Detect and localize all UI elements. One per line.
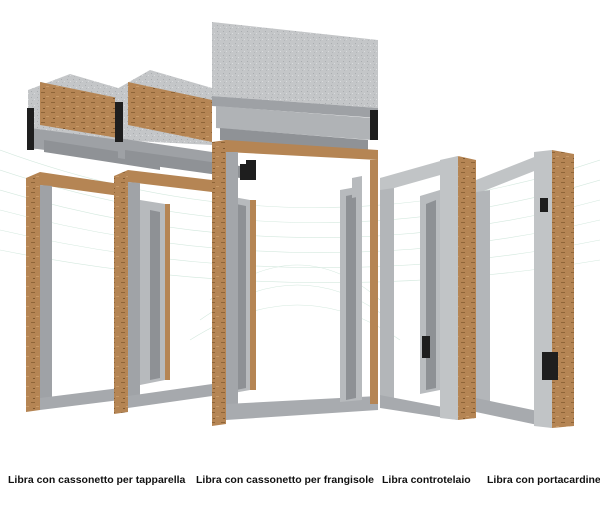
bracket-icon: [240, 164, 248, 180]
caption-tapparella: Libra con cassonetto per tapparella: [8, 474, 186, 486]
bracket-icon: [115, 102, 123, 142]
caption-controtelaio: Libra controtelaio: [382, 474, 471, 486]
background-guide-lines: [0, 149, 600, 341]
bracket-icon: [246, 160, 256, 180]
caption-frangisole: Libra con cassonetto per frangisole: [196, 474, 374, 486]
product-frangisole: [212, 22, 378, 426]
bracket-icon: [540, 198, 548, 212]
product-portacardine: [476, 150, 574, 428]
hinge-icon: [542, 352, 558, 380]
bracket-icon: [370, 110, 378, 140]
bracket-icon: [422, 336, 430, 358]
bracket-icon: [27, 108, 34, 150]
product-tapparella: [26, 74, 170, 412]
caption-portacardine: Libra con portacardine: [487, 474, 600, 486]
product-controtelaio: [380, 156, 476, 420]
